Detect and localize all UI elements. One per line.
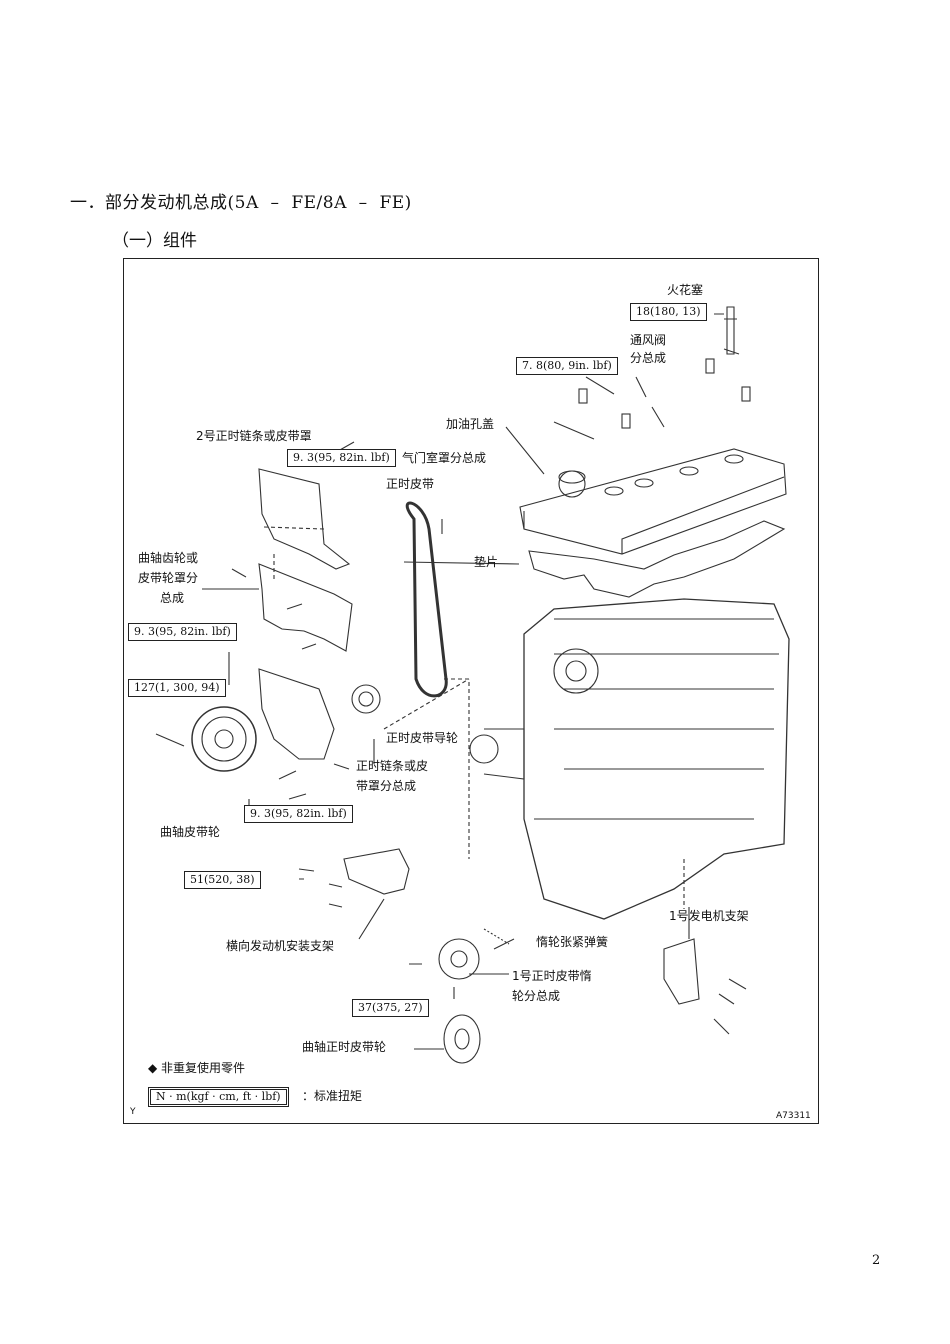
valve-cover-drawing bbox=[519, 448, 787, 555]
torque-timing-cover-bolt: 9. 3(95, 82in. lbf) bbox=[244, 805, 353, 823]
corner-mark: Y bbox=[130, 1107, 136, 1117]
torque-engine-mount-bolt: 51(520, 38) bbox=[184, 871, 261, 889]
label-timing-belt: 正时皮带 bbox=[386, 477, 435, 491]
section-title: 一．部分发动机总成(5A – FE/8A – FE) bbox=[70, 193, 412, 213]
torque-no2-cover-bolt: 9. 3(95, 82in. lbf) bbox=[287, 449, 396, 467]
torque-idler-bolt: 37(375, 27) bbox=[352, 999, 429, 1017]
legend-standard-torque: ：标准扭矩 bbox=[302, 1089, 363, 1103]
torque-spark-plug: 18(180, 13) bbox=[630, 303, 707, 321]
label-alternator-bracket: 1号发电机支架 bbox=[669, 909, 749, 923]
label-idler-spring: 惰轮张紧弹簧 bbox=[536, 935, 609, 949]
label-engine-mount: 横向发动机安装支架 bbox=[226, 939, 335, 953]
timing-belt-drawing bbox=[405, 501, 448, 698]
page-number: 2 bbox=[872, 1253, 881, 1268]
torque-valve-cover-nut: 7. 8(80, 9in. lbf) bbox=[516, 357, 618, 375]
label-idler-2: 轮分总成 bbox=[512, 989, 561, 1003]
label-pcv-valve-2: 分总成 bbox=[630, 351, 667, 365]
engine-components-figure: 火花塞 18(180, 13) 通风阀 分总成 7. 8(80, 9in. lb… bbox=[123, 258, 819, 1124]
subsection-title: （一）组件 bbox=[112, 231, 197, 251]
label-spark-plug: 火花塞 bbox=[667, 283, 704, 297]
label-crank-cover-1: 曲轴齿轮或 bbox=[138, 551, 199, 565]
legend-torque-unit: N · m(kgf · cm, ft · lbf) bbox=[148, 1087, 289, 1107]
label-no2-cover: 2号正时链条或皮带罩 bbox=[196, 429, 312, 443]
label-crank-cover-2: 皮带轮罩分 bbox=[138, 571, 199, 585]
crank-pulley-drawing bbox=[191, 706, 257, 772]
label-pcv-valve-1: 通风阀 bbox=[630, 333, 667, 347]
label-crank-timing-pulley: 曲轴正时皮带轮 bbox=[302, 1040, 387, 1054]
torque-crank-pulley-bolt: 127(1, 300, 94) bbox=[128, 679, 226, 697]
label-timing-cover-2: 带罩分总成 bbox=[356, 779, 417, 793]
label-oil-filler-cap: 加油孔盖 bbox=[446, 417, 495, 431]
label-crank-cover-3: 总成 bbox=[160, 591, 185, 605]
label-crank-pulley: 曲轴皮带轮 bbox=[160, 825, 221, 839]
label-gasket: 垫片 bbox=[474, 555, 499, 569]
legend-non-reusable: ◆ 非重复使用零件 bbox=[148, 1061, 246, 1075]
label-valve-cover: 气门室罩分总成 bbox=[402, 451, 487, 465]
label-idler-1: 1号正时皮带惰 bbox=[512, 969, 592, 983]
figure-code: A73311 bbox=[776, 1111, 811, 1121]
gasket-drawing bbox=[528, 520, 786, 598]
label-timing-belt-guide: 正时皮带导轮 bbox=[386, 731, 459, 745]
label-timing-cover-1: 正时链条或皮 bbox=[356, 759, 429, 773]
engine-block-drawing bbox=[523, 598, 790, 920]
torque-crank-cover-bolt: 9. 3(95, 82in. lbf) bbox=[128, 623, 237, 641]
engine-exploded-diagram bbox=[155, 306, 790, 1064]
no2-cover-drawing bbox=[258, 468, 351, 570]
